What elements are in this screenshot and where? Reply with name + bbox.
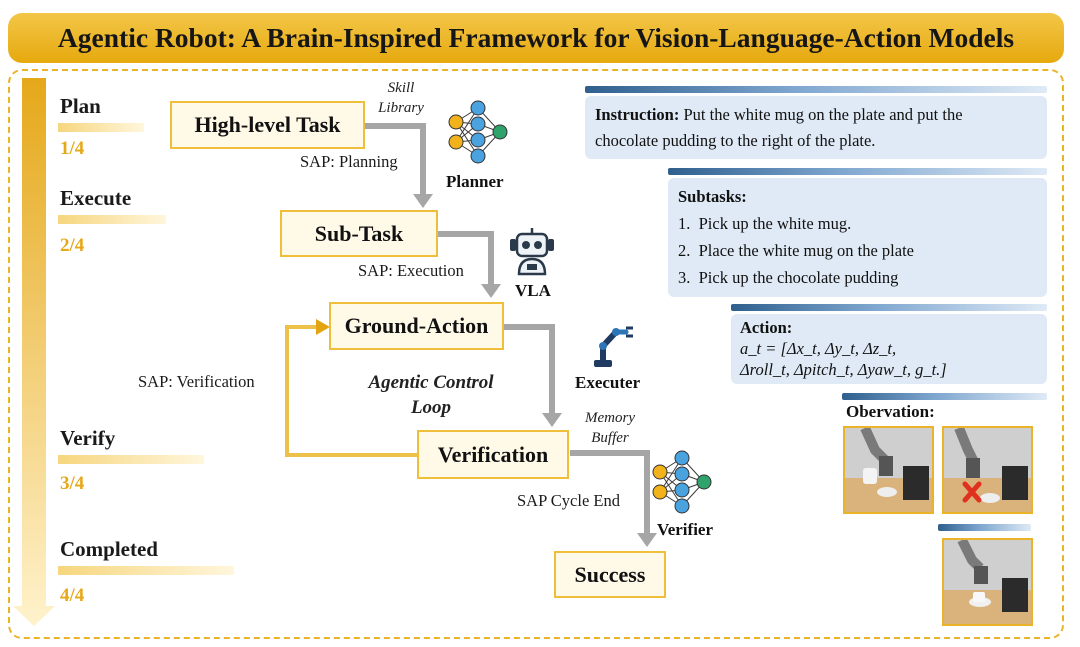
sap-verification-label: SAP: Verification [138, 372, 255, 391]
edge-verification-loop [285, 325, 417, 457]
vla-label: VLA [515, 281, 551, 300]
sap-cycle-end-label: SAP Cycle End [517, 491, 620, 510]
stage-verify-bar [58, 455, 204, 464]
observation-strip-2 [938, 524, 1031, 531]
instruction-panel: Instruction: Put the white mug on the pl… [585, 96, 1047, 159]
node-ground-action: Ground-Action [329, 302, 504, 350]
instruction-line2: chocolate pudding to the right of the pl… [595, 131, 876, 150]
planner-label: Planner [446, 172, 504, 191]
robot-arm-icon [594, 326, 633, 367]
stage-completed-progress: 4/4 [60, 585, 85, 606]
verifier-label: Verifier [657, 520, 714, 539]
dashed-frame [8, 69, 1064, 639]
edge-cycle-end [570, 450, 650, 535]
action-strip [731, 304, 1047, 311]
subtasks-label: Subtasks: [678, 187, 747, 206]
subtasks-strip [668, 168, 1047, 175]
observation-image-1 [843, 426, 934, 514]
planner-network-icon [448, 100, 508, 164]
node-success: Success [554, 551, 666, 598]
subtask-item-3: 3. Pick up the chocolate pudding [678, 268, 899, 287]
stage-completed-bar [58, 566, 234, 575]
stage-completed-label: Completed [60, 537, 158, 561]
sap-planning-label: SAP: Planning [300, 152, 398, 171]
stage-plan-label: Plan [60, 94, 101, 118]
fail-x-icon [962, 481, 982, 503]
progress-arrow [13, 78, 55, 626]
edge-execution [438, 231, 494, 286]
stage-plan-progress: 1/4 [60, 138, 85, 159]
observation-image-3 [942, 538, 1033, 626]
observation-strip [842, 393, 1047, 400]
stage-verify-label: Verify [60, 426, 116, 450]
instruction-label: Instruction: [595, 105, 680, 124]
action-line2: Δroll_t, Δpitch_t, Δyaw_t, g_t.] [740, 360, 947, 379]
node-sub-task: Sub-Task [280, 210, 438, 257]
page-title: Agentic Robot: A Brain-Inspired Framewor… [57, 22, 1015, 53]
vla-robot-icon [510, 228, 554, 276]
instruction-line1: Put the white mug on the plate and put t… [683, 105, 963, 124]
stage-execute-label: Execute [60, 186, 132, 210]
action-line1: a_t = [Δx_t, Δy_t, Δz_t, [740, 339, 897, 358]
stage-execute-progress: 2/4 [60, 235, 85, 256]
node-high-level-task: High-level Task [170, 101, 365, 149]
subtasks-panel: Subtasks: 1. Pick up the white mug. 2. P… [668, 178, 1047, 297]
action-panel: Action: a_t = [Δx_t, Δy_t, Δz_t, Δroll_t… [731, 314, 1047, 384]
executer-label: Executer [575, 373, 641, 392]
verifier-network-icon [652, 450, 712, 514]
stage-execute-bar [58, 215, 166, 224]
title-banner: Agentic Robot: A Brain-Inspired Framewor… [8, 13, 1064, 63]
stage-verify-progress: 3/4 [60, 473, 85, 494]
subtask-item-1: 1. Pick up the white mug. [678, 214, 852, 233]
action-label: Action: [740, 318, 793, 337]
observation-label: Obervation: [846, 402, 935, 421]
subtask-item-2: 2. Place the white mug on the plate [678, 241, 914, 260]
stage-plan-bar [58, 123, 144, 132]
instruction-strip [585, 86, 1047, 93]
observation-image-2 [942, 426, 1033, 514]
node-verification: Verification [417, 430, 569, 479]
edge-to-verification [504, 324, 555, 415]
sap-execution-label: SAP: Execution [358, 261, 464, 280]
edge-planning [352, 123, 426, 196]
